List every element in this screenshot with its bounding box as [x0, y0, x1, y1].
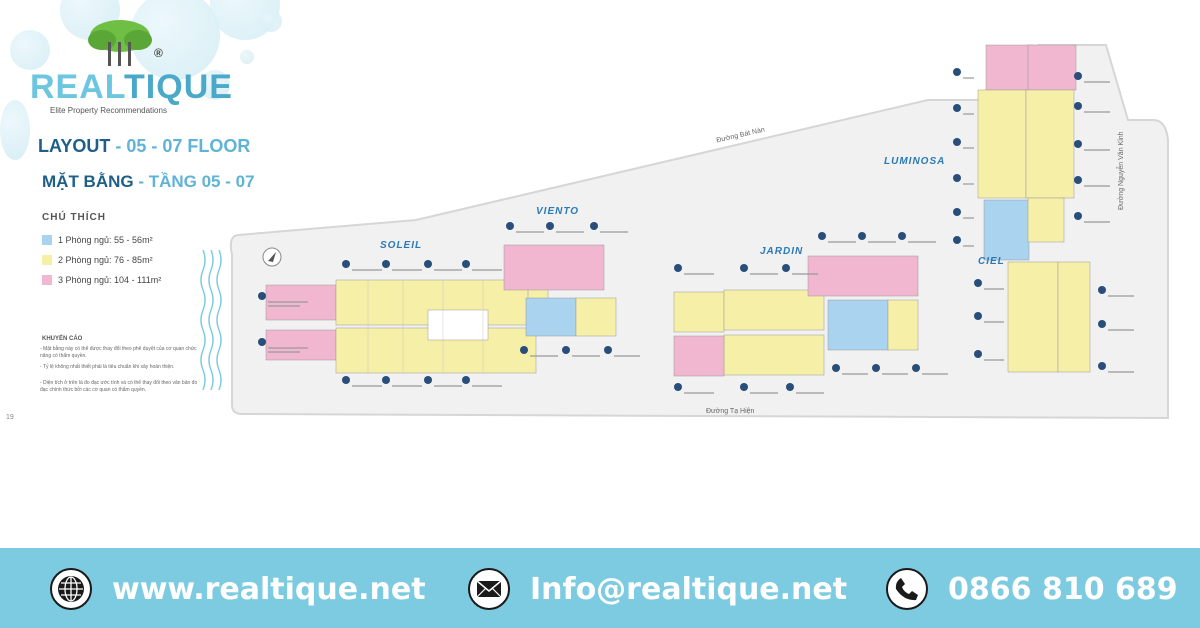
decor-bubble — [0, 100, 30, 160]
contact-footer: www.realtique.net Info@realtique.net 086… — [0, 548, 1200, 628]
tree-logo-icon — [88, 20, 152, 66]
site-plan — [229, 44, 1169, 420]
email-link[interactable]: Info@realtique.net — [530, 571, 848, 607]
legend-item-1br: 1 Phòng ngủ: 55 - 56m² — [42, 235, 153, 245]
building-label-soleil: SOLEIL — [380, 240, 423, 251]
building-label-jardin: JARDIN — [760, 246, 804, 257]
website-link[interactable]: www.realtique.net — [112, 571, 426, 607]
building-label-ciel: CIEL — [978, 256, 1005, 267]
note-line: - Tỷ lệ không nhất thiết phải là tiêu ch… — [40, 364, 175, 370]
building-viento — [503, 244, 617, 337]
layout-title: LAYOUT - 05 - 07 FLOOR — [38, 136, 251, 156]
building-luminosa — [977, 44, 1077, 261]
legend-item-2br: 2 Phòng ngủ: 76 - 85m² — [42, 255, 153, 265]
mail-icon — [468, 568, 510, 610]
decor-bubble — [10, 30, 50, 70]
decor-bubble — [200, 70, 230, 100]
road-label-ta-hien: Đường Tạ Hiện — [706, 408, 755, 415]
legend-heading: CHÚ THÍCH — [42, 212, 106, 223]
legend-item-3br: 3 Phòng ngủ: 104 - 111m² — [42, 275, 161, 285]
note-line: - Diện tích ở trên là đo đạc ước tính và… — [40, 380, 198, 393]
swatch-yellow — [42, 255, 52, 265]
floorplan-title: MẶT BẰNG - TẦNG 05 - 07 — [42, 172, 255, 191]
brand-logo: ® REALTIQUE Elite Property Recommendatio… — [30, 18, 232, 118]
brand-tagline: Elite Property Recommendations — [50, 106, 167, 115]
phone-link[interactable]: 0866 810 689 — [948, 571, 1178, 607]
road-label-nguyen-van-kinh: Đường Nguyễn Văn Kỉnh — [1118, 131, 1125, 210]
swatch-blue — [42, 235, 52, 245]
footer-phone[interactable]: 0866 810 689 — [886, 568, 1178, 610]
building-label-viento: VIENTO — [536, 206, 580, 217]
footer-website[interactable]: www.realtique.net — [50, 568, 426, 610]
note-line: - Mặt bằng này có thể được thay đổi theo… — [40, 346, 197, 359]
building-label-luminosa: LUMINOSA — [884, 156, 946, 167]
globe-icon — [50, 568, 92, 610]
phone-icon — [886, 568, 928, 610]
decor-bubble — [240, 50, 254, 64]
building-jardin — [673, 255, 919, 377]
building-soleil — [265, 271, 549, 374]
brand-name: REALTIQUE — [30, 68, 233, 106]
wave-decoration — [200, 250, 222, 390]
building-ciel — [1007, 261, 1091, 373]
registered-mark: ® — [154, 46, 163, 60]
page-number: 19 — [6, 414, 14, 421]
footer-email[interactable]: Info@realtique.net — [468, 568, 847, 610]
notes-heading: KHUYẾN CÁO — [42, 336, 83, 342]
swatch-pink — [42, 275, 52, 285]
decor-bubble — [260, 10, 282, 32]
